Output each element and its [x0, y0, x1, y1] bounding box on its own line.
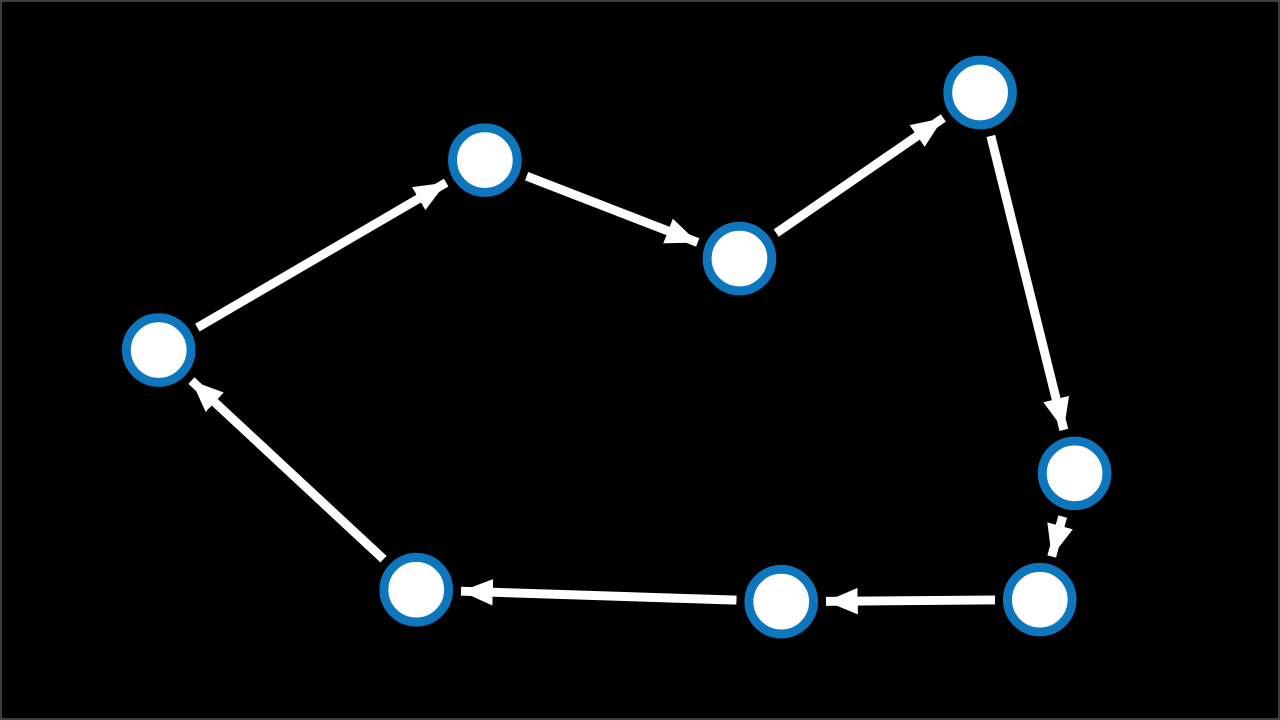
- graph-node-6: [1002, 562, 1077, 637]
- arrow-edge-node-7-to-node-8: [460, 578, 737, 606]
- graph-node-1: [121, 313, 196, 387]
- graph-node-4: [943, 55, 1017, 130]
- arrow-edge-node-8-to-node-1: [188, 377, 387, 563]
- arrow-edge-node-6-to-node-7: [825, 587, 996, 615]
- arrow-edge-node-4-to-node-5: [986, 134, 1070, 431]
- graph-node-3: [702, 221, 777, 296]
- graph-node-2: [448, 123, 522, 197]
- arrow-edge-node-5-to-node-6: [1047, 515, 1073, 558]
- arrow-edge-node-3-to-node-4: [773, 114, 946, 237]
- arrow-edge-node-1-to-node-2: [195, 178, 449, 332]
- arrow-edge-node-2-to-node-3: [525, 172, 700, 247]
- graph-node-5: [1037, 436, 1112, 511]
- graph-node-8: [379, 552, 454, 627]
- graph-node-7: [744, 564, 819, 639]
